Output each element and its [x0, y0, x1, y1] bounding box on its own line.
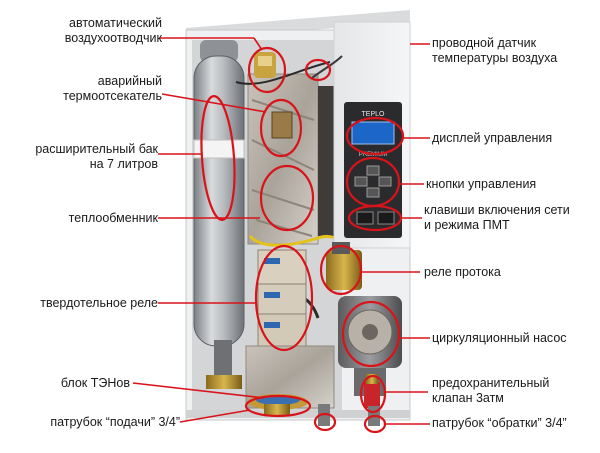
panel-brand: TEPLO [362, 111, 386, 118]
flow-relay-label: реле протока [424, 265, 501, 279]
return-pipe-left-ring [313, 412, 337, 432]
expansion-tank-ring [200, 95, 236, 221]
air-vent-leader [253, 37, 263, 51]
probe-wire [311, 55, 343, 79]
thermal-cutoff-leader [161, 93, 267, 113]
supply-pipe-leader [179, 409, 251, 423]
button-down[interactable] [366, 187, 380, 198]
safety-valve-ring [359, 374, 387, 414]
button-left[interactable] [354, 176, 368, 187]
heat-exchanger-label: теплообменник [68, 211, 158, 225]
supply-pipe-ring [244, 394, 312, 418]
heater-block-leader [132, 382, 265, 399]
heater-block [245, 345, 335, 410]
solid-state-relay-label: твердотельное реле [40, 296, 158, 310]
heat-exchanger-ring [259, 164, 315, 232]
return-pipe-label: патрубок “обратки” 3/4” [432, 416, 567, 430]
control-display-label: дисплей управления [432, 131, 553, 145]
air-sensor-ring [304, 58, 332, 82]
control-panel: TEPLO PREMIUM [333, 21, 411, 249]
flow-relay-ring [319, 244, 363, 296]
air-vent-ring [247, 46, 287, 94]
circulation-pump-ring [341, 300, 401, 368]
lcd-screen [351, 121, 395, 145]
expansion-tank [193, 40, 245, 389]
pmt-key[interactable] [377, 211, 395, 225]
control-display-ring [345, 116, 405, 156]
button-right[interactable] [378, 176, 392, 187]
flow-relay [326, 242, 362, 290]
circulation-pump [338, 296, 402, 396]
thermal-cutoff-ring [259, 98, 303, 158]
heater-block-label: блок ТЭНов [60, 376, 130, 390]
solid-state-relay-ring [254, 244, 314, 352]
supply-pipe-label: патрубок “подачи” 3/4” [50, 415, 180, 429]
solid-state-relays [257, 249, 307, 347]
control-buttons-label: кнопки управления [426, 177, 537, 191]
circulation-pump-label: циркуляционный насос [432, 331, 567, 345]
button-up[interactable] [366, 165, 380, 176]
power-key[interactable] [356, 211, 374, 225]
